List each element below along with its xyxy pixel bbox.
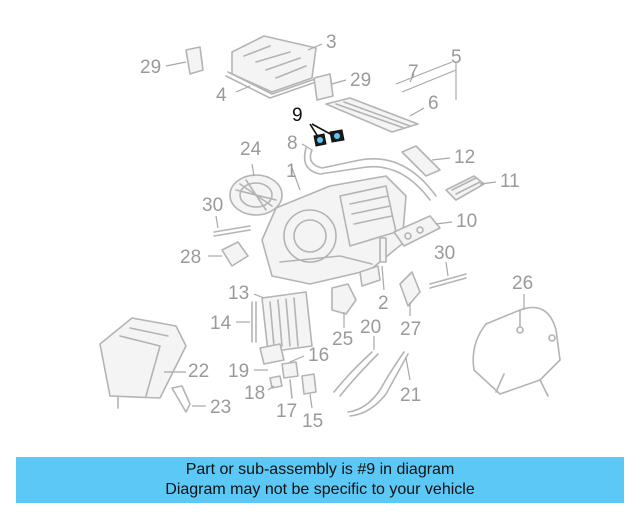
callout-25: 25 [332, 329, 354, 350]
callout-19: 19 [228, 361, 250, 382]
callout-4: 4 [216, 85, 227, 106]
part-20-21-refrigerant-lines [333, 336, 411, 417]
callout-29-right: 29 [350, 70, 372, 91]
callout-28: 28 [180, 247, 202, 268]
part-17-15-sensors [289, 373, 317, 409]
caption-line-part-number: Part or sub-assembly is #9 in diagram [185, 461, 455, 478]
part-2-clips [359, 237, 387, 291]
callout-30-left: 30 [202, 195, 224, 216]
part-19-16-18-fittings [254, 343, 305, 391]
callout-26: 26 [512, 273, 534, 294]
part-30-rod-left [213, 215, 251, 237]
callout-1: 1 [286, 161, 297, 182]
part-28-actuator [208, 241, 249, 267]
callout-2: 2 [378, 293, 389, 314]
callout-7: 7 [408, 62, 419, 83]
callout-21: 21 [400, 385, 422, 406]
callout-6: 6 [428, 93, 439, 114]
part-5-7-tube [395, 61, 457, 100]
part-29-bracket-left [165, 46, 204, 75]
exploded-parts-diagram [99, 35, 561, 417]
callout-20: 20 [360, 317, 382, 338]
part-9-expansion-valve [309, 123, 345, 147]
part-4-seal [225, 71, 319, 99]
callout-3: 3 [326, 32, 337, 53]
callout-14: 14 [210, 313, 232, 334]
part-13-evaporator [253, 291, 313, 353]
callout-8: 8 [287, 133, 298, 154]
callout-10: 10 [456, 211, 478, 232]
part-27-bracket [399, 271, 421, 316]
part-26-wiring-harness [472, 294, 561, 397]
callout-18: 18 [244, 383, 266, 404]
part-8-pipes [301, 143, 437, 201]
part-12-filter [401, 145, 451, 177]
part-24-blower-motor [229, 163, 283, 216]
callout-23: 23 [210, 397, 232, 418]
callout-13: 13 [228, 283, 250, 304]
part-6-heater-core [325, 97, 425, 133]
callout-11: 11 [500, 171, 520, 192]
part-30-rod-right [429, 261, 467, 289]
callout-16: 16 [308, 345, 330, 366]
callout-27: 27 [400, 319, 422, 340]
callout-29-left: 29 [140, 57, 162, 78]
part-1-main-housing [261, 167, 407, 285]
part-23-bracket [171, 385, 206, 413]
callout-24: 24 [240, 139, 262, 160]
callout-15: 15 [302, 411, 324, 432]
callout-22: 22 [188, 361, 210, 382]
part-25-motor [331, 283, 357, 328]
part-10-actuator [393, 215, 453, 247]
caption-line-disclaimer: Diagram may not be specific to your vehi… [165, 481, 475, 498]
part-3-upper-housing-cover [231, 35, 323, 93]
callout-5: 5 [451, 47, 462, 68]
part-22-lower-case [99, 317, 187, 409]
part-29-block [313, 73, 347, 101]
callout-17: 17 [276, 401, 298, 422]
part-11-panel [445, 175, 497, 201]
callout-9-highlighted: 9 [292, 105, 303, 126]
callout-30-right: 30 [434, 243, 456, 264]
callout-12: 12 [454, 147, 476, 168]
diagram-caption-banner: Part or sub-assembly is #9 in diagram Di… [16, 457, 624, 503]
part-14-seal-strip [236, 301, 257, 343]
